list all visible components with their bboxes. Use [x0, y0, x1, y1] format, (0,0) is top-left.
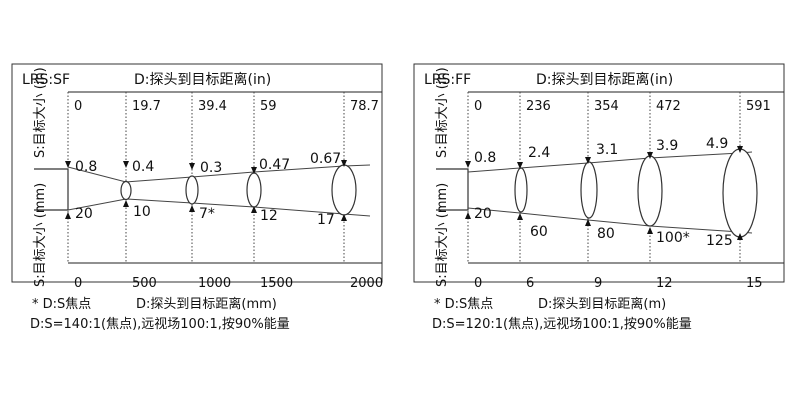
top-tick-label: 59: [260, 99, 277, 114]
left-bottom-axis-label: S:目标大小 (mm): [435, 183, 450, 287]
focus-footnote: * D:S焦点: [32, 297, 91, 312]
spot-size-ellipse: [580, 161, 598, 219]
spot-size-mm-value: 60: [530, 224, 548, 240]
top-tick-label: 472: [656, 99, 681, 114]
beam-lower-edge: [67, 198, 371, 217]
spot-size-ellipse: [120, 180, 132, 201]
spot-arrow-up: [341, 214, 347, 221]
spot-size-inch-value: 0.67: [310, 151, 341, 167]
spot-size-mm-value: 20: [75, 206, 93, 222]
spot-arrow-down: [189, 163, 195, 170]
spot-size-ellipse: [331, 164, 357, 216]
spot-arrow-up: [585, 219, 591, 226]
spot-size-inch-value: 0.8: [75, 159, 97, 175]
spot-size-inch-value: 3.1: [596, 142, 618, 158]
top-axis-title: D:探头到目标距离(in): [536, 71, 673, 88]
spot-arrow-up: [647, 227, 653, 234]
spot-size-ellipse: [185, 175, 199, 205]
spot-arrow-up: [123, 200, 129, 207]
model-label: LRS:SF: [22, 72, 70, 88]
bottom-tick-label: 9: [594, 276, 602, 291]
spot-size-inch-value: 0.3: [200, 160, 222, 176]
spot-size-inch-value: 0.47: [259, 157, 290, 173]
panel-ff: LRS:FF D:探头到目标距离(in) 0 0 236 6 354 9 472 12 591 15 S…: [413, 63, 785, 332]
spot-arrow-down: [465, 161, 471, 168]
top-tick-label: 0: [474, 99, 482, 114]
spot-arrow-down: [647, 152, 653, 159]
left-top-axis-label: S:目标大小 (in): [33, 67, 48, 158]
spot-arrow-down: [341, 160, 347, 167]
spot-arrow-up: [189, 205, 195, 212]
spot-arrow-down: [585, 157, 591, 164]
spot-size-mm-value: 12: [260, 208, 278, 224]
model-label: LRS:FF: [424, 72, 471, 88]
top-tick-label: 236: [526, 99, 551, 114]
bottom-axis-title: D:探头到目标距离(m): [538, 296, 666, 312]
spot-size-ellipse: [637, 155, 663, 227]
spot-arrow-down: [737, 146, 743, 153]
spot-size-mm-value: 20: [474, 206, 492, 222]
spot-size-mm-value: 100*: [656, 230, 690, 246]
top-tick-label: 354: [594, 99, 619, 114]
spot-size-ellipse: [722, 148, 758, 238]
spot-size-inch-value: 4.9: [706, 136, 728, 152]
spot-size-mm-value: 125: [706, 233, 733, 249]
bottom-tick-label: 1500: [260, 276, 293, 291]
spot-size-inch-value: 0.4: [132, 159, 154, 175]
top-tick-label: 591: [746, 99, 771, 114]
spot-arrow-up: [251, 206, 257, 213]
spot-size-inch-value: 3.9: [656, 138, 678, 154]
spot-size-inch-value: 2.4: [528, 145, 550, 161]
top-tick-label: 19.7: [132, 99, 161, 114]
ds-ratio-spec: D:S=120:1(焦点),远视场100:1,按90%能量: [432, 317, 692, 332]
bottom-tick-label: 500: [132, 276, 157, 291]
spot-size-ellipse: [514, 167, 528, 213]
top-tick-label: 78.7: [350, 99, 379, 114]
probe-body: [436, 168, 469, 211]
spot-arrow-up: [465, 212, 471, 219]
bottom-tick-label: 12: [656, 276, 673, 291]
spot-arrow-down: [123, 161, 129, 168]
bottom-tick-label: 1000: [198, 276, 231, 291]
bottom-tick-label: 0: [474, 276, 482, 291]
top-axis-title: D:探头到目标距离(in): [134, 71, 271, 88]
bottom-tick-label: 6: [526, 276, 534, 291]
probe-body: [34, 168, 69, 211]
spot-size-mm-value: 17: [317, 212, 335, 228]
top-tick-label: 0: [74, 99, 82, 114]
spot-arrow-up: [517, 213, 523, 220]
spot-arrow-down: [517, 162, 523, 169]
beam-upper-edge: [67, 164, 371, 183]
spot-size-mm-value: 80: [597, 226, 615, 242]
spot-arrow-down: [65, 161, 71, 168]
spot-size-ellipse: [246, 172, 262, 208]
left-bottom-axis-label: S:目标大小 (mm): [33, 183, 48, 287]
spot-size-mm-value: 10: [133, 204, 151, 220]
panel-frame: [413, 63, 785, 283]
panel-frame: [11, 63, 383, 283]
top-tick-label: 39.4: [198, 99, 227, 114]
spot-arrow-down: [251, 167, 257, 174]
bottom-tick-label: 0: [74, 276, 82, 291]
spot-size-inch-value: 0.8: [474, 150, 496, 166]
left-top-axis-label: S:目标大小 (in): [435, 67, 450, 158]
bottom-tick-label: 15: [746, 276, 763, 291]
bottom-tick-label: 2000: [350, 276, 383, 291]
bottom-axis-title: D:探头到目标距离(mm): [136, 296, 277, 312]
spot-arrow-up: [737, 233, 743, 240]
spot-size-mm-value: 7*: [199, 206, 215, 222]
panel-sf: LRS:SF D:探头到目标距离(in) 0 0 19.7 500 39.4 1000 59 15…: [11, 63, 383, 332]
spot-arrow-up: [65, 212, 71, 219]
ds-ratio-spec: D:S=140:1(焦点),远视场100:1,按90%能量: [30, 317, 290, 332]
focus-footnote: * D:S焦点: [434, 297, 493, 312]
